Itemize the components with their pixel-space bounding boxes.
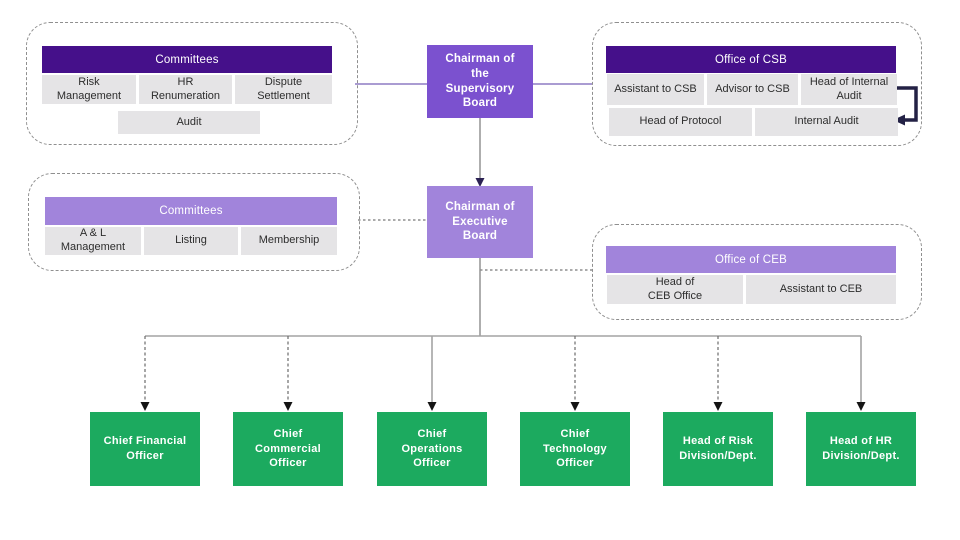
committee-dispute-settlement: Dispute Settlement <box>235 75 332 104</box>
group-sb-committees: Committees Risk Management HR Renumerati… <box>26 22 358 145</box>
arrowhead-hr <box>856 402 866 411</box>
ceb-head-office: Head of CEB Office <box>607 275 743 304</box>
csb-internal-audit: Internal Audit <box>755 108 898 136</box>
node-chief-commercial-officer: Chief Commercial Officer <box>233 412 343 486</box>
arrowhead-cto <box>570 402 580 411</box>
node-head-hr-division: Head of HR Division/Dept. <box>806 412 916 486</box>
node-head-risk-division: Head of Risk Division/Dept. <box>663 412 773 486</box>
node-chief-technology-officer: Chief Technology Officer <box>520 412 630 486</box>
node-chief-operations-officer: Chief Operations Officer <box>377 412 487 486</box>
group-ceb-office: Office of CEB Head of CEB Office Assista… <box>592 224 922 320</box>
arrowhead-executive <box>475 178 485 187</box>
group-ceb-office-title: Office of CEB <box>606 246 896 273</box>
arrowhead-coo <box>427 402 437 411</box>
node-chief-financial-officer: Chief Financial Officer <box>90 412 200 486</box>
arrowhead-risk <box>713 402 723 411</box>
csb-head-protocol: Head of Protocol <box>609 108 752 136</box>
arrowhead-cco <box>283 402 293 411</box>
committee-listing: Listing <box>144 227 238 255</box>
node-chairman-executive-board: Chairman of Executive Board <box>427 186 533 258</box>
committee-audit: Audit <box>118 111 260 134</box>
group-eb-committees-title: Committees <box>45 197 337 225</box>
group-csb-office-title: Office of CSB <box>606 46 896 73</box>
committee-membership: Membership <box>241 227 337 255</box>
csb-head-internal-audit: Head of Internal Audit <box>801 74 897 105</box>
csb-advisor: Advisor to CSB <box>707 74 798 105</box>
committee-al-management: A & L Management <box>45 227 141 255</box>
committee-risk-management: Risk Management <box>42 75 136 104</box>
group-sb-committees-title: Committees <box>42 46 332 73</box>
group-eb-committees: Committees A & L Management Listing Memb… <box>28 173 360 271</box>
committee-hr-renumeration: HR Renumeration <box>139 75 232 104</box>
group-csb-office: Office of CSB Assistant to CSB Advisor t… <box>592 22 922 146</box>
csb-assistant: Assistant to CSB <box>607 74 704 105</box>
connector-internal-audit-elbow <box>897 86 918 122</box>
node-chairman-supervisory-board: Chairman of the Supervisory Board <box>427 45 533 118</box>
arrowhead-cfo <box>140 402 150 411</box>
ceb-assistant: Assistant to CEB <box>746 275 896 304</box>
